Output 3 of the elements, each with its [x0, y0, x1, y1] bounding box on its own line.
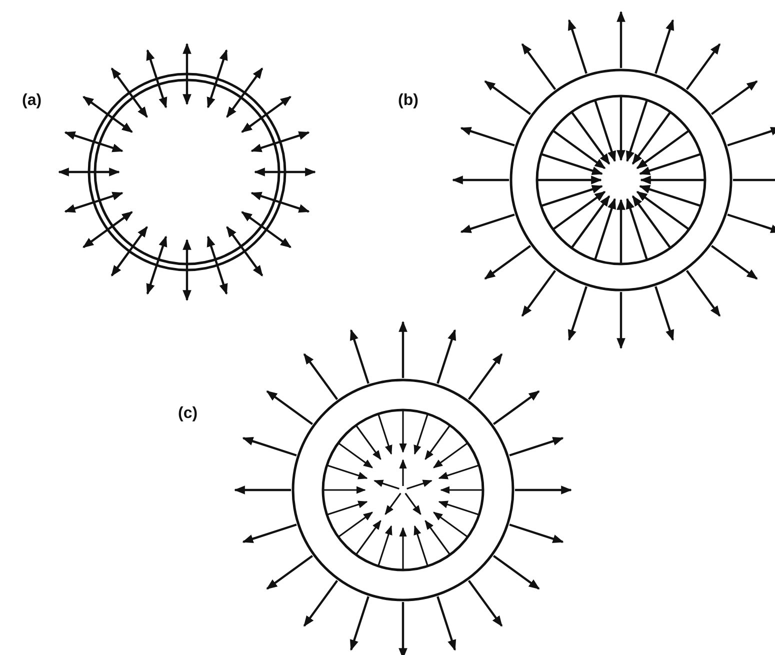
panel-label: (b) [398, 92, 418, 110]
panel-label: (c) [178, 405, 198, 423]
panel-label: (a) [22, 92, 42, 110]
